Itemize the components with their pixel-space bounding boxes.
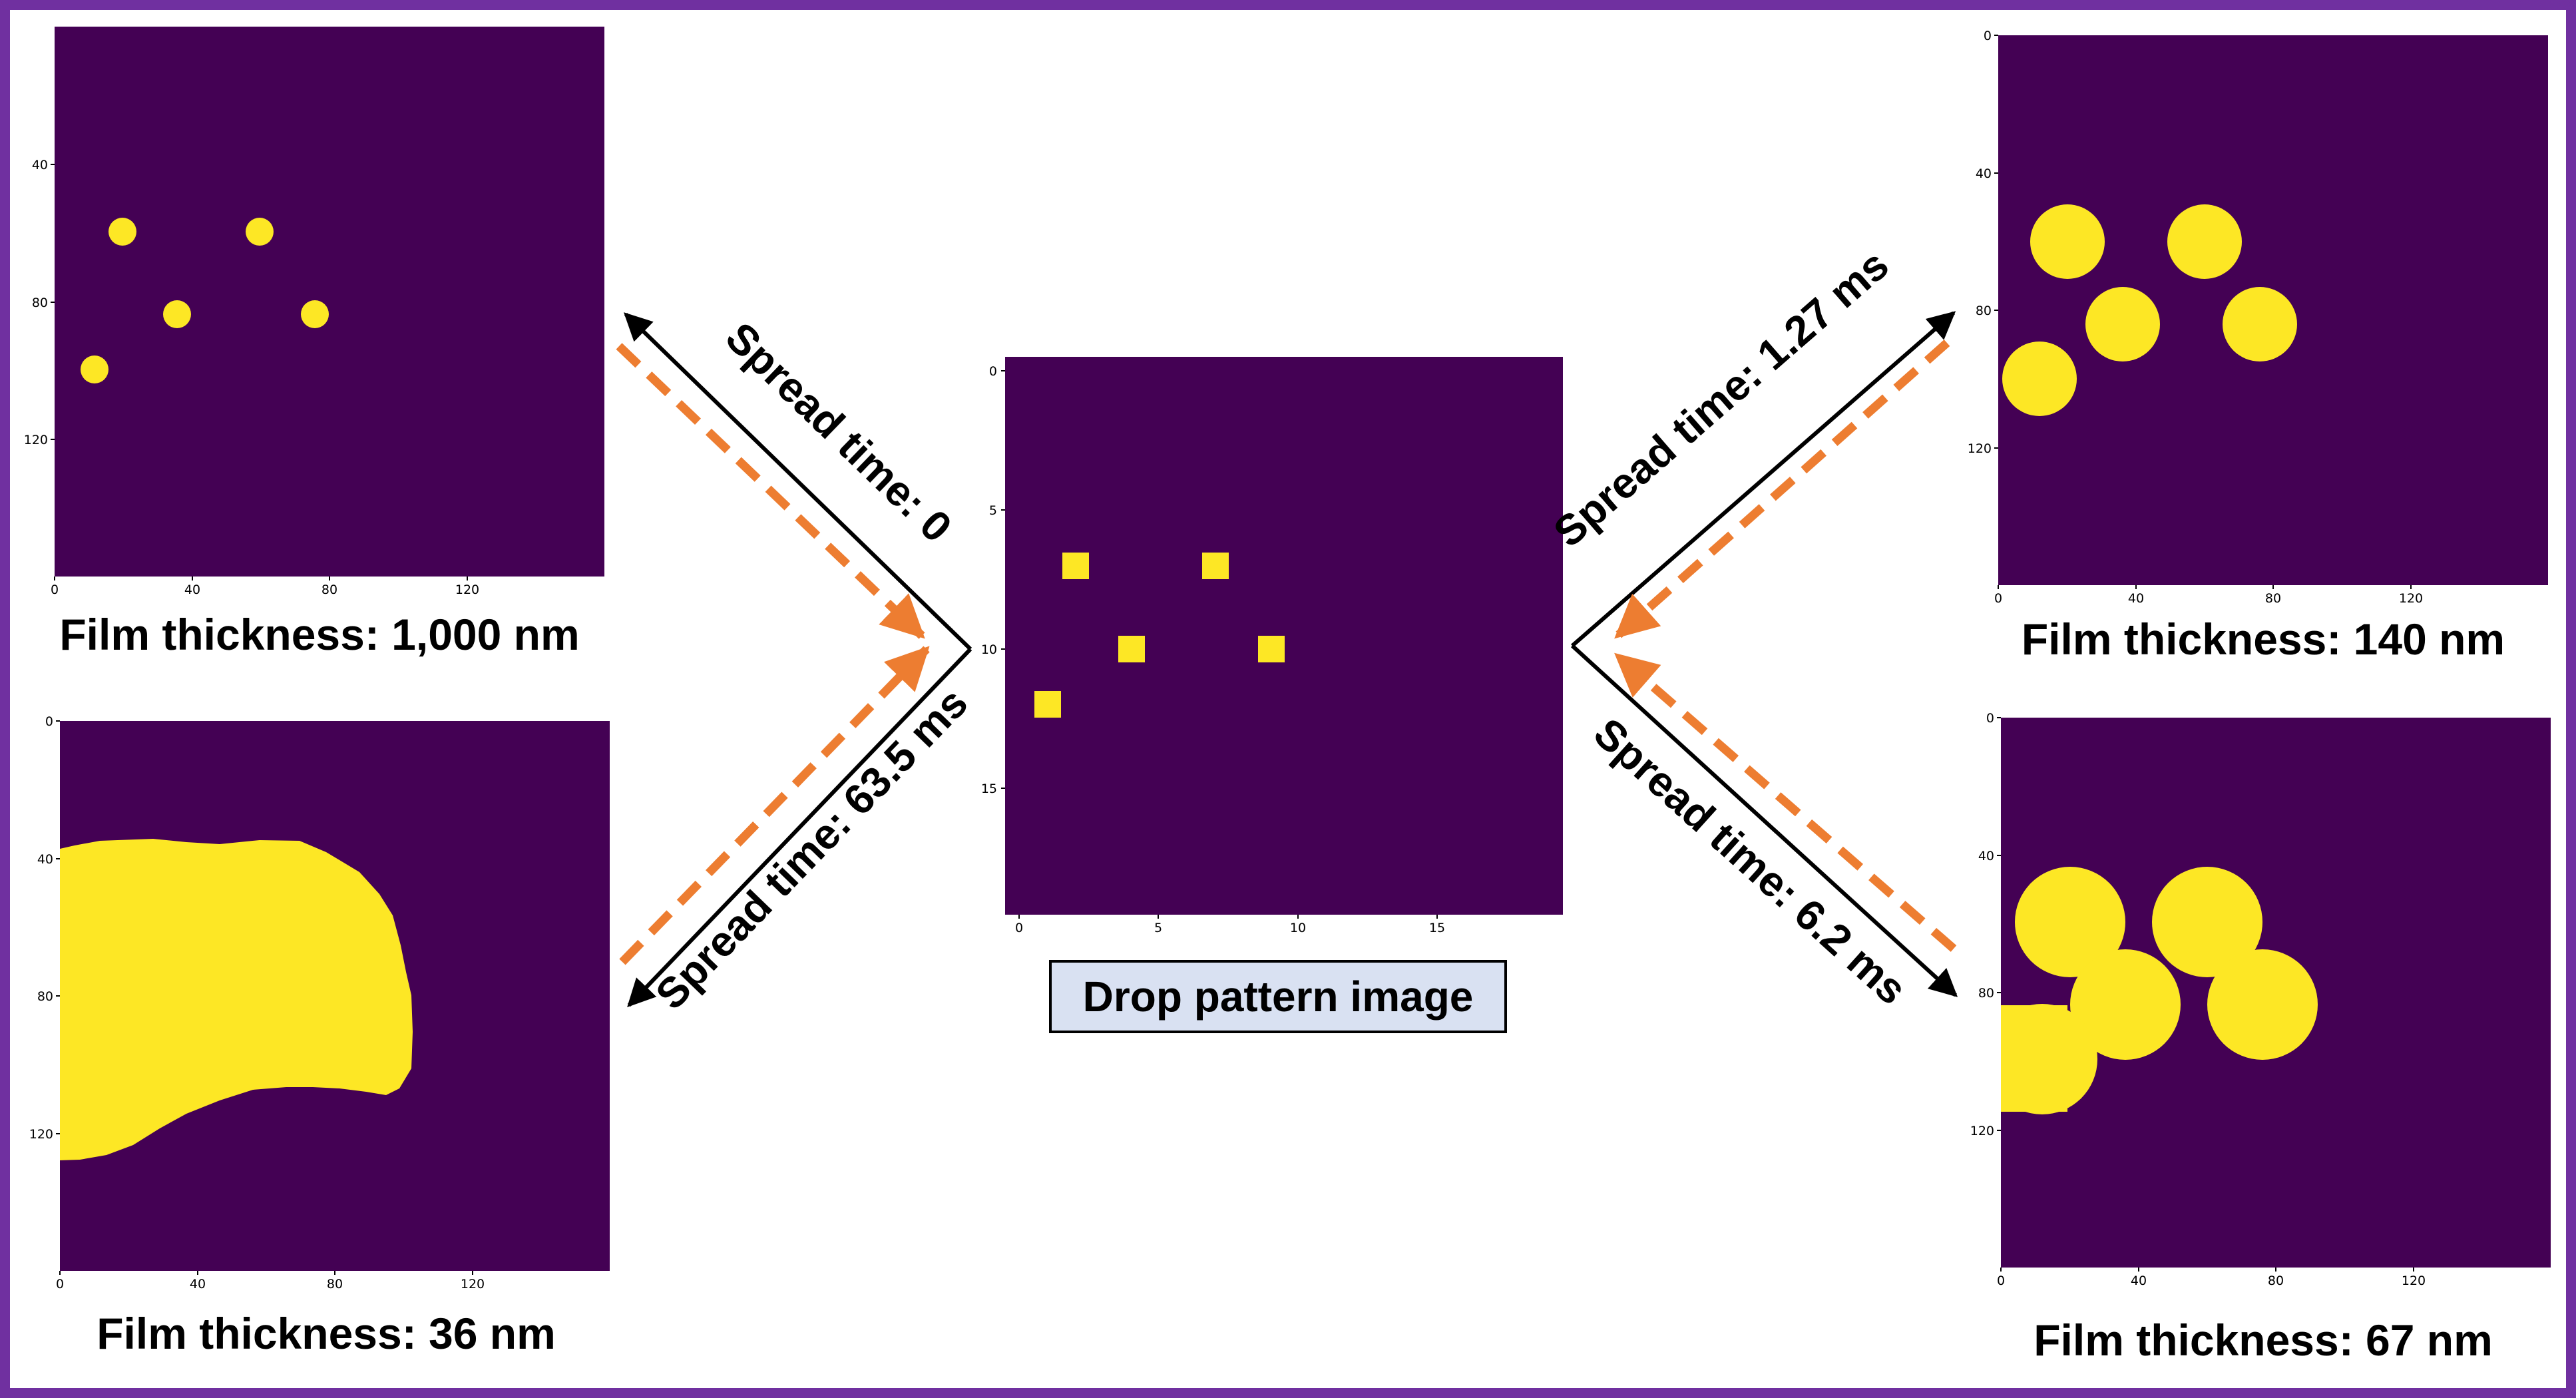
panel-top-left-plot: 40 80 120 0 40 80 120 — [24, 27, 604, 597]
panel-center: 0 5 10 15 0 5 10 15 — [981, 353, 1571, 939]
x-tick-label: 120 — [2399, 591, 2423, 606]
y-tick-label: 5 — [989, 503, 997, 518]
y-tick-label: 0 — [1984, 29, 1992, 43]
panel-center-plot: 0 5 10 15 0 5 10 15 — [981, 357, 1563, 935]
caption-top-left: Film thickness: 1,000 nm — [59, 610, 580, 659]
x-tick-label: 120 — [2402, 1274, 2426, 1288]
x-tick-label: 5 — [1154, 921, 1162, 935]
y-tick-label: 80 — [32, 296, 48, 310]
drop-circle — [81, 355, 108, 383]
y-tick-label: 0 — [989, 364, 997, 379]
arrow-solid-bottom-left — [627, 647, 972, 1008]
drop-circle — [2207, 949, 2318, 1060]
spread-time-label-bottom-left: Spread time: 63.5 ms — [646, 678, 977, 1019]
drop-pattern-label: Drop pattern image — [1049, 960, 1507, 1033]
caption-top-right: Film thickness: 140 nm — [2021, 614, 2505, 664]
drop-circle — [301, 300, 329, 328]
arrow-solid-bottom-right — [1570, 644, 1958, 997]
drop-square — [1202, 553, 1229, 579]
drop-circle — [2167, 204, 2242, 279]
merged-film-shape — [60, 839, 413, 1160]
drop-circle — [246, 218, 274, 246]
x-tick-label: 40 — [2131, 1274, 2147, 1288]
x-tick-label: 10 — [1290, 921, 1306, 935]
y-tick-label: 0 — [1986, 711, 1994, 726]
x-tick-label: 40 — [190, 1277, 206, 1291]
x-tick-label: 80 — [327, 1277, 343, 1291]
drop-square — [1118, 636, 1145, 662]
drop-circle — [2085, 287, 2160, 361]
arrow-solid-top-right — [1571, 311, 1956, 648]
x-tick-label: 80 — [2265, 591, 2281, 606]
y-tick-label: 120 — [1968, 441, 1992, 456]
y-tick-label: 10 — [981, 642, 997, 657]
y-tick-label: 80 — [1976, 304, 1992, 318]
drop-circle — [2030, 204, 2105, 279]
y-tick-label: 40 — [1978, 849, 1994, 863]
x-tick-label: 15 — [1429, 921, 1445, 935]
drop-circle — [2070, 949, 2181, 1060]
caption-bottom-left: Film thickness: 36 nm — [97, 1309, 556, 1358]
arrow-dashed-bottom-right — [1614, 652, 1957, 952]
x-tick-label: 0 — [1997, 1274, 2005, 1288]
y-tick-label: 120 — [24, 433, 48, 447]
drop-square — [1062, 553, 1089, 579]
drop-circle — [2015, 867, 2125, 977]
y-tick-label: 40 — [37, 852, 53, 867]
x-tick-label: 120 — [461, 1277, 485, 1291]
drop-circle — [163, 300, 191, 328]
drop-square — [1034, 691, 1061, 718]
panel-top-right-plot: 0 40 80 120 0 40 80 120 — [1968, 29, 2548, 606]
y-tick-label: 120 — [29, 1127, 53, 1142]
x-tick-label: 120 — [455, 582, 479, 597]
spread-time-label-top-left: Spread time: 0 — [717, 313, 961, 551]
x-tick-label: 0 — [1015, 921, 1023, 935]
drop-circle — [108, 218, 136, 246]
arrow-dashed-top-left — [616, 343, 925, 639]
panel-top-left: 40 80 120 0 40 80 120 — [20, 20, 606, 597]
panel-bottom-right-plot: 0 40 80 120 0 40 80 120 — [1970, 711, 2551, 1288]
y-tick-label: 120 — [1970, 1124, 1994, 1138]
drop-square — [1258, 636, 1285, 662]
panel-bottom-left: 0 40 80 120 0 40 80 120 — [20, 714, 612, 1291]
caption-bottom-right: Film thickness: 67 nm — [2034, 1315, 2493, 1365]
arrow-dashed-top-right — [1614, 340, 1950, 639]
panel-top-right: 0 40 80 120 0 40 80 120 — [1957, 29, 2549, 609]
y-tick-label: 0 — [45, 714, 53, 729]
y-tick-label: 80 — [37, 989, 53, 1004]
plot-background — [55, 27, 604, 577]
y-tick-label: 40 — [1976, 166, 1992, 181]
y-tick-label: 40 — [32, 158, 48, 172]
spread-time-label-top-right: Spread time: 1.27 ms — [1544, 240, 1897, 556]
y-tick-label: 80 — [1978, 986, 1994, 1001]
panel-bottom-right: 0 40 80 120 0 40 80 120 — [1957, 711, 2553, 1291]
x-tick-label: 0 — [1994, 591, 2002, 606]
drop-circle — [2223, 287, 2297, 361]
spread-time-label-bottom-right: Spread time: 6.2 ms — [1585, 709, 1916, 1014]
panel-bottom-left-plot: 0 40 80 120 0 40 80 120 — [29, 714, 610, 1291]
arrow-dashed-bottom-left — [619, 646, 930, 965]
drop-circle — [2002, 342, 2077, 416]
x-tick-label: 0 — [51, 582, 59, 597]
x-tick-label: 0 — [56, 1277, 64, 1291]
x-tick-label: 80 — [2268, 1274, 2284, 1288]
x-tick-label: 40 — [2128, 591, 2144, 606]
drop-edge-fill — [2001, 1005, 2067, 1112]
y-tick-label: 15 — [981, 782, 997, 796]
x-tick-label: 40 — [184, 582, 200, 597]
drop-circle — [2152, 867, 2262, 977]
x-tick-label: 80 — [322, 582, 337, 597]
